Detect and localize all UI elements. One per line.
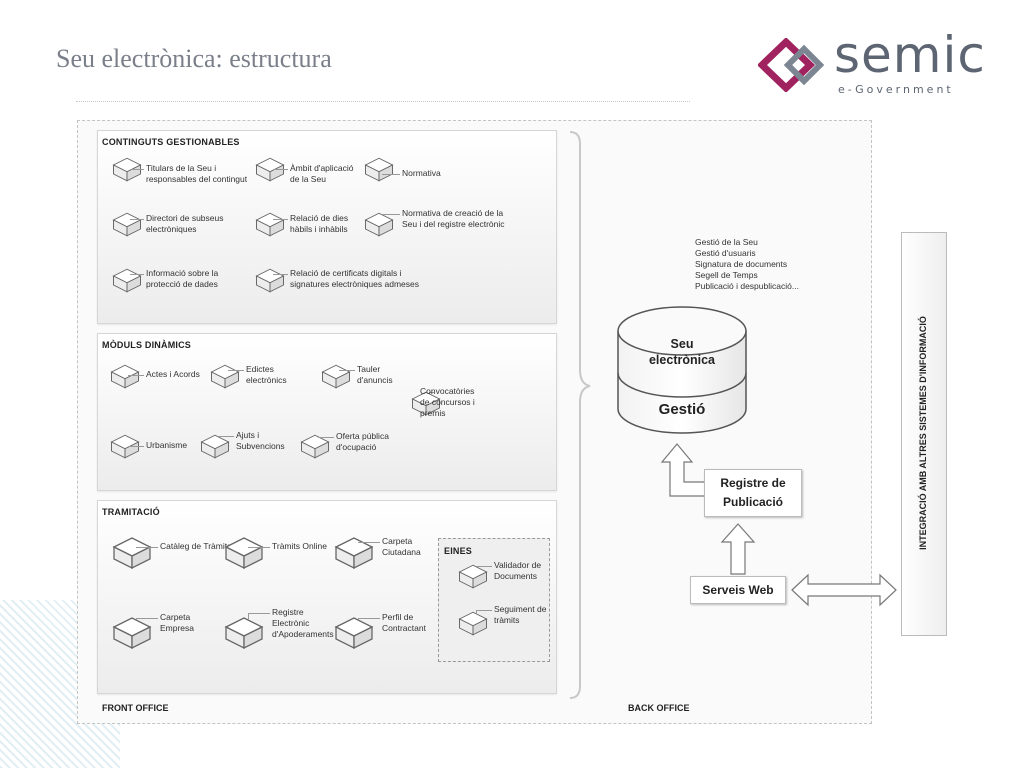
connector-line <box>130 274 144 275</box>
function-item: Signatura de documents <box>695 259 788 269</box>
item-label: Urbanisme <box>146 440 188 450</box>
box-icon <box>112 210 142 244</box>
page-title: Seu electrònica: estructura <box>56 44 332 73</box>
item-label: Validador de Documents <box>494 560 542 581</box>
item-label: Perfil de Contractant <box>382 612 426 633</box>
item-label: Titulars de la Seu i responsables del co… <box>146 163 248 184</box>
box-icon <box>300 432 330 466</box>
eines-box <box>438 538 550 662</box>
connector-line <box>273 169 288 170</box>
box-icon <box>255 155 285 189</box>
connector-line <box>273 274 288 275</box>
title-divider <box>76 101 690 102</box>
connector-line <box>429 392 434 394</box>
function-item: Publicació i despublicació... <box>695 281 799 291</box>
connector-line <box>130 169 144 170</box>
item-label: Carpeta Ciutadana <box>382 536 421 557</box>
connector-line <box>128 375 144 376</box>
item-label: Registre Electrònic d'Apoderaments <box>272 607 334 639</box>
box-icon <box>364 155 394 189</box>
item-label: Informació sobre la protecció de dades <box>146 268 219 289</box>
panel-title-moduls: MÒDULS DINÀMICS <box>102 340 191 350</box>
item-label: Relació de dies hàbils i inhàbils <box>290 213 349 234</box>
panel-continguts-gestionables <box>97 130 557 324</box>
item-label: Normativa <box>402 168 441 178</box>
item-label: Normativa de creació de la Seu i del reg… <box>402 208 505 229</box>
connector-line <box>228 370 244 371</box>
panel-title-tramitacio: TRAMITACIÓ <box>102 507 160 517</box>
connector-line <box>248 613 270 620</box>
brace-icon <box>569 131 591 699</box>
box-icon <box>112 535 152 576</box>
box-icon <box>110 432 140 466</box>
function-item: Segell de Temps <box>695 270 758 280</box>
box-icon <box>112 266 142 300</box>
up-arrow-icon <box>720 523 756 575</box>
function-item: Gestió de la Seu <box>695 237 758 247</box>
box-icon <box>321 362 351 396</box>
semic-logo-icon <box>758 38 825 92</box>
connector-line <box>358 618 380 620</box>
item-label: Oferta pública d'ocupació <box>336 431 389 452</box>
item-label: Catàleg de Tràmits <box>160 541 232 551</box>
panel-title-continguts: CONTINGUTS GESTIONABLES <box>102 137 240 147</box>
connector-line <box>382 174 400 175</box>
logo-text: semic <box>834 26 986 84</box>
connector-line <box>130 219 144 220</box>
function-item: Gestió d'usuaris <box>695 248 756 258</box>
item-label: Ajuts i Subvencions <box>236 430 285 451</box>
connector-line <box>339 370 355 371</box>
eines-title: EINES <box>444 546 473 556</box>
serveis-web-box: Serveis Web <box>690 576 786 604</box>
cylinder-database-icon <box>617 306 747 434</box>
box-icon <box>110 362 140 396</box>
cylinder-gestio: Gestió <box>658 401 706 418</box>
connector-line <box>318 437 334 438</box>
bent-arrow-icon <box>660 443 707 497</box>
item-label: Àmbit d'aplicació de la Seu <box>290 163 354 184</box>
box-icon <box>334 615 374 656</box>
front-office-label: FRONT OFFICE <box>102 703 169 713</box>
item-label: Tràmits Online <box>272 541 327 551</box>
box-icon <box>255 210 285 244</box>
connector-line <box>476 566 492 567</box>
integration-label: INTEGRACIÓ AMB ALTRES SISTEMES D'INFORMA… <box>918 316 928 550</box>
item-label: Directori de subseus electròniques <box>146 213 224 234</box>
functions-list: Gestió de la Seu Gestió d'usuaris Signat… <box>695 237 799 292</box>
item-label: Edictes electrònics <box>246 364 287 385</box>
box-icon <box>210 362 240 396</box>
logo-subtext: e-Government <box>838 83 954 96</box>
registre-publicacio-box: Registre de Publicació <box>704 469 802 517</box>
back-office-label: BACK OFFICE <box>628 703 690 713</box>
cylinder-title: Seu electrònica <box>648 337 715 367</box>
connector-line <box>218 436 234 437</box>
box-icon <box>255 266 285 300</box>
double-arrow-icon <box>791 573 897 607</box>
box-icon <box>458 609 488 643</box>
box-icon <box>411 389 441 423</box>
item-label: Convocatòries de concursos i premis <box>420 386 475 418</box>
box-icon <box>112 615 152 656</box>
box-icon <box>224 535 264 576</box>
connector-line <box>382 214 400 215</box>
connector-line <box>358 542 380 543</box>
integration-bar <box>901 232 947 636</box>
box-icon <box>112 155 142 189</box>
connector-line <box>136 547 158 548</box>
box-icon <box>364 210 394 244</box>
item-label: Tauler d'anuncis <box>357 364 393 385</box>
connector-line <box>273 219 288 220</box>
connector-line <box>136 618 158 620</box>
connector-line <box>248 547 270 548</box>
connector-line <box>128 446 144 447</box>
box-icon <box>200 432 230 466</box>
item-label: Carpeta Empresa <box>160 612 195 633</box>
item-label: Actes i Acords <box>146 369 200 379</box>
item-label: Seguiment de tràmits <box>494 604 547 625</box>
box-icon <box>458 562 488 596</box>
item-label: Relació de certificats digitals i signat… <box>290 268 419 289</box>
box-icon <box>224 615 264 656</box>
panel-moduls-dinamics <box>97 333 557 491</box>
connector-line <box>476 610 492 614</box>
